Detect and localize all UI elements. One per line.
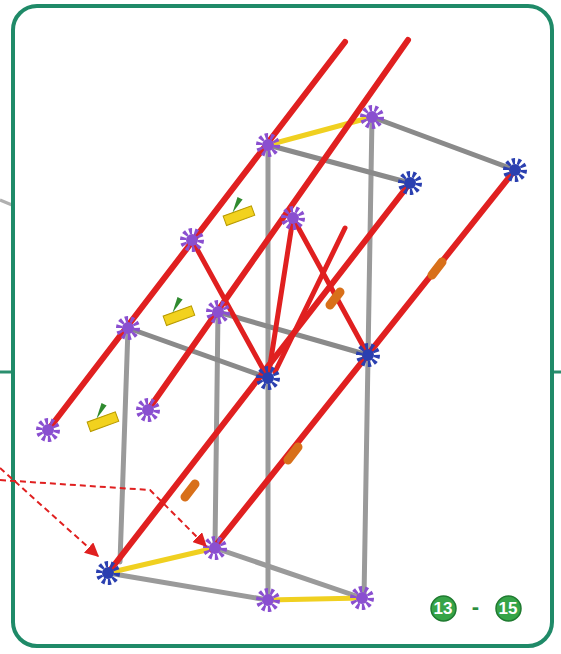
placement-arrows — [0, 468, 206, 556]
step-number-circle: 15 — [495, 595, 522, 622]
step-frame — [13, 6, 552, 646]
callout-number: 15 — [499, 600, 518, 617]
step-number-circle: 13 — [430, 595, 457, 622]
outside-rod — [0, 200, 12, 205]
launcher-part — [83, 194, 255, 432]
connector-hubs — [39, 108, 524, 609]
callout-number: 13 — [434, 600, 453, 617]
model-rods — [48, 40, 515, 600]
range-dash: - — [472, 596, 479, 618]
